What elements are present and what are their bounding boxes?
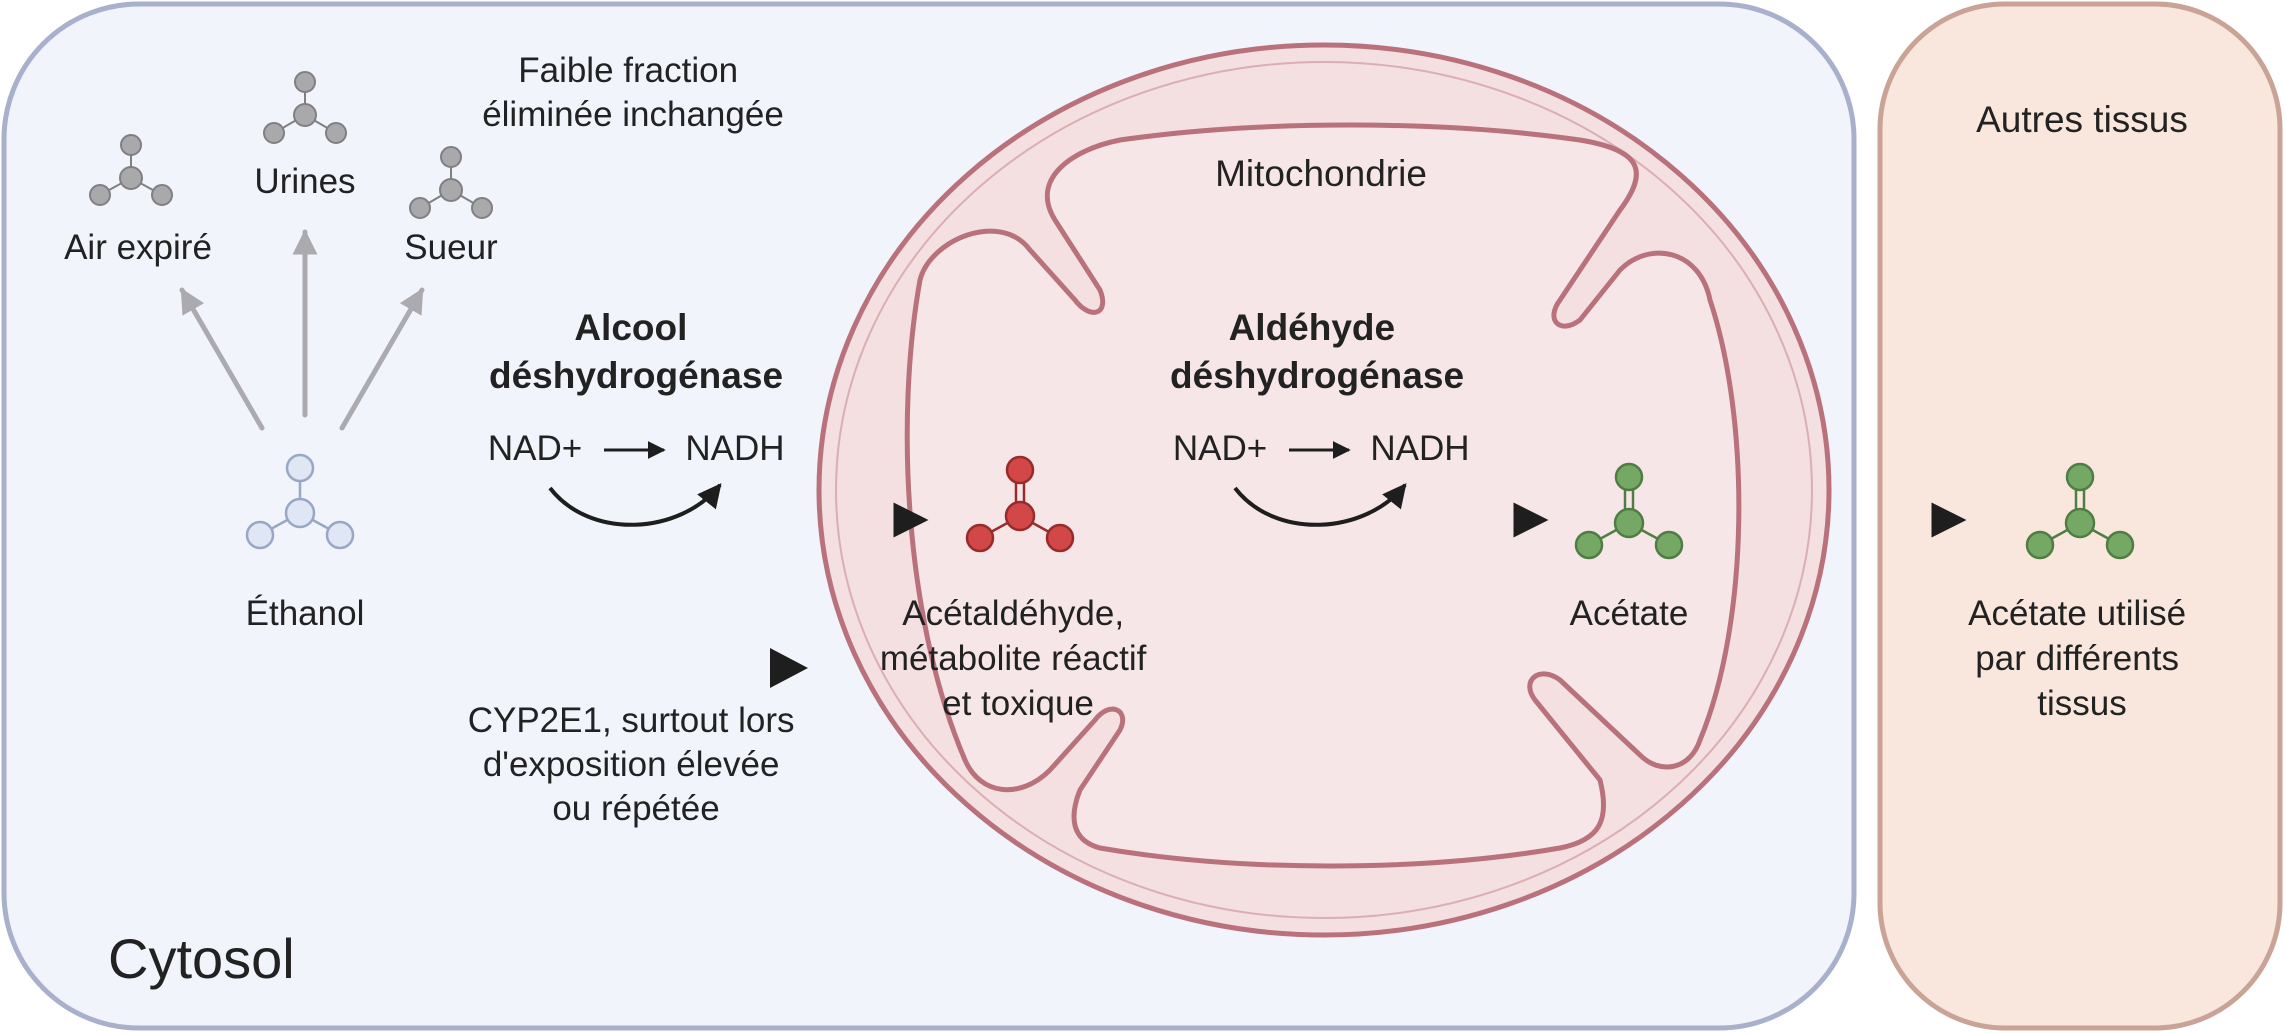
adh-nad-in: NAD+	[488, 429, 582, 468]
adh-nadh-out: NADH	[685, 429, 784, 468]
adh-enzyme-label: Alcool déshydrogénase	[489, 307, 783, 396]
route-sweat-label: Sueur	[404, 228, 498, 267]
acetate-tissue-molecule	[2025, 462, 2135, 560]
ethanol-molecule	[245, 453, 355, 550]
arrow-to-sweat	[339, 287, 425, 431]
mitochondria-title: Mitochondrie	[1215, 153, 1427, 194]
elimination-note: Faible fraction éliminée inchangée	[482, 51, 784, 134]
acetaldehyde-label: Acétaldéhyde, métabolite réactif et toxi…	[880, 594, 1156, 723]
molecule-urine	[263, 71, 347, 144]
aldh-nad-in: NAD+	[1173, 429, 1267, 468]
arrow-to-air	[179, 287, 265, 431]
acetate-label: Acétate	[1570, 594, 1689, 633]
molecule-sweat	[409, 146, 493, 219]
cytosol-title: Cytosol	[108, 927, 295, 990]
acetate-used-label: Acétate utilisé par différents tissus	[1968, 594, 2196, 723]
route-air-label: Air expiré	[64, 228, 212, 267]
aldh-cofactor-curve	[1233, 483, 1407, 527]
aldh-nadh-out: NADH	[1370, 429, 1469, 468]
route-urine-label: Urines	[254, 162, 355, 201]
acetaldehyde-molecule	[965, 455, 1075, 553]
molecule-air	[89, 134, 173, 206]
adh-cofactor-curve	[548, 483, 722, 527]
ethanol-label: Éthanol	[246, 594, 365, 633]
cyp2e1-arrowhead	[770, 648, 808, 688]
cyp2e1-label: CYP2E1, surtout lors d'exposition élevée…	[468, 701, 805, 828]
other-tissues-title: Autres tissus	[1976, 99, 2188, 140]
inner-membrane	[904, 122, 1742, 869]
acetate-molecule	[1574, 462, 1684, 560]
aldh-enzyme-label: Aldéhyde déshydrogénase	[1170, 307, 1464, 396]
mitochondrion	[816, 42, 1832, 938]
